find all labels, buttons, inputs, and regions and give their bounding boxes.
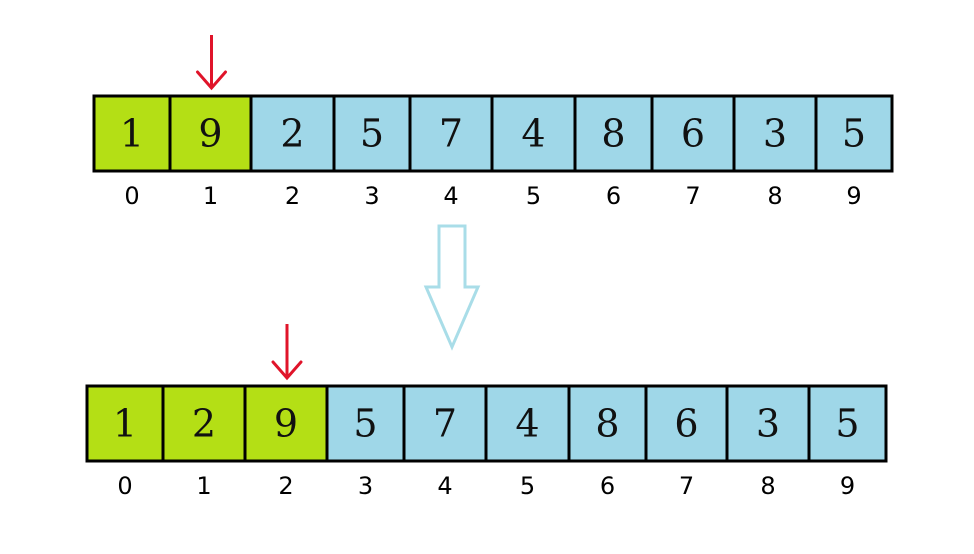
pointer-arrow-head: [271, 360, 303, 381]
pointer-arrow-icon: [271, 324, 303, 381]
cell-index: 8: [767, 182, 782, 210]
cell-value: 3: [763, 112, 787, 156]
array-cell-6: [567, 384, 648, 463]
cell-index: 1: [203, 182, 218, 210]
array-cell-4: [408, 94, 494, 173]
cell-value: 5: [353, 402, 377, 446]
array-cell-3: [325, 384, 406, 463]
cell-index: 7: [685, 182, 700, 210]
cell-index: 4: [443, 182, 458, 210]
cell-index: 6: [606, 182, 621, 210]
cell-index: 0: [117, 472, 132, 500]
cell-index: 1: [196, 472, 211, 500]
cell-index: 3: [364, 182, 379, 210]
cell-value: 8: [601, 112, 625, 156]
cell-value: 5: [842, 112, 866, 156]
cell-value: 8: [595, 402, 619, 446]
cell-value: 6: [674, 402, 698, 446]
hollow-down-arrow-icon: [423, 224, 481, 351]
cell-value: 1: [113, 402, 137, 446]
array-cell-9: [807, 384, 888, 463]
cell-value: 2: [192, 402, 216, 446]
cell-index: 2: [285, 182, 300, 210]
transition-arrow-group: [423, 224, 481, 351]
array-cell-0: [85, 384, 165, 463]
cell-value: 2: [280, 112, 304, 156]
array-cell-4: [402, 384, 488, 463]
cell-index: 5: [520, 472, 535, 500]
array-cell-6: [573, 94, 654, 173]
array-cell-9: [814, 94, 894, 173]
array-cell-0: [92, 94, 172, 173]
cell-value: 1: [120, 112, 144, 156]
cell-value: 3: [756, 402, 780, 446]
cell-value: 5: [360, 112, 384, 156]
cell-index: 8: [760, 472, 775, 500]
cell-value: 7: [439, 112, 463, 156]
cell-value: 4: [515, 402, 539, 446]
cell-index: 3: [358, 472, 373, 500]
array-cell-1: [168, 94, 253, 173]
array-cell-5: [490, 94, 577, 173]
cell-index: 7: [679, 472, 694, 500]
pointer-arrow-head: [196, 70, 227, 91]
cell-value: 9: [198, 112, 222, 156]
array-row-before: 1 0 9 1 2 2 5 3 7 4 4 5 8 6 6 7 3 8 5 9: [92, 35, 894, 210]
array-cell-2: [249, 94, 336, 173]
array-cell-8: [732, 94, 818, 173]
cell-index: 2: [278, 472, 293, 500]
cell-value: 6: [681, 112, 705, 156]
cell-value: 5: [835, 402, 859, 446]
cell-index: 9: [840, 472, 855, 500]
cell-index: 6: [600, 472, 615, 500]
cell-index: 5: [526, 182, 541, 210]
pointer-arrow-icon: [196, 35, 227, 91]
cell-index: 0: [124, 182, 139, 210]
array-cell-5: [484, 384, 571, 463]
array-cell-7: [650, 94, 736, 173]
cell-value: 7: [433, 402, 457, 446]
cell-value: 4: [521, 112, 545, 156]
array-row-after: 1 0 2 1 9 2 5 3 7 4 4 5 8 6 6 7 3 8 5 9: [85, 324, 888, 500]
cell-index: 9: [846, 182, 861, 210]
cell-index: 4: [437, 472, 452, 500]
array-cell-1: [161, 384, 247, 463]
cell-value: 9: [274, 402, 298, 446]
